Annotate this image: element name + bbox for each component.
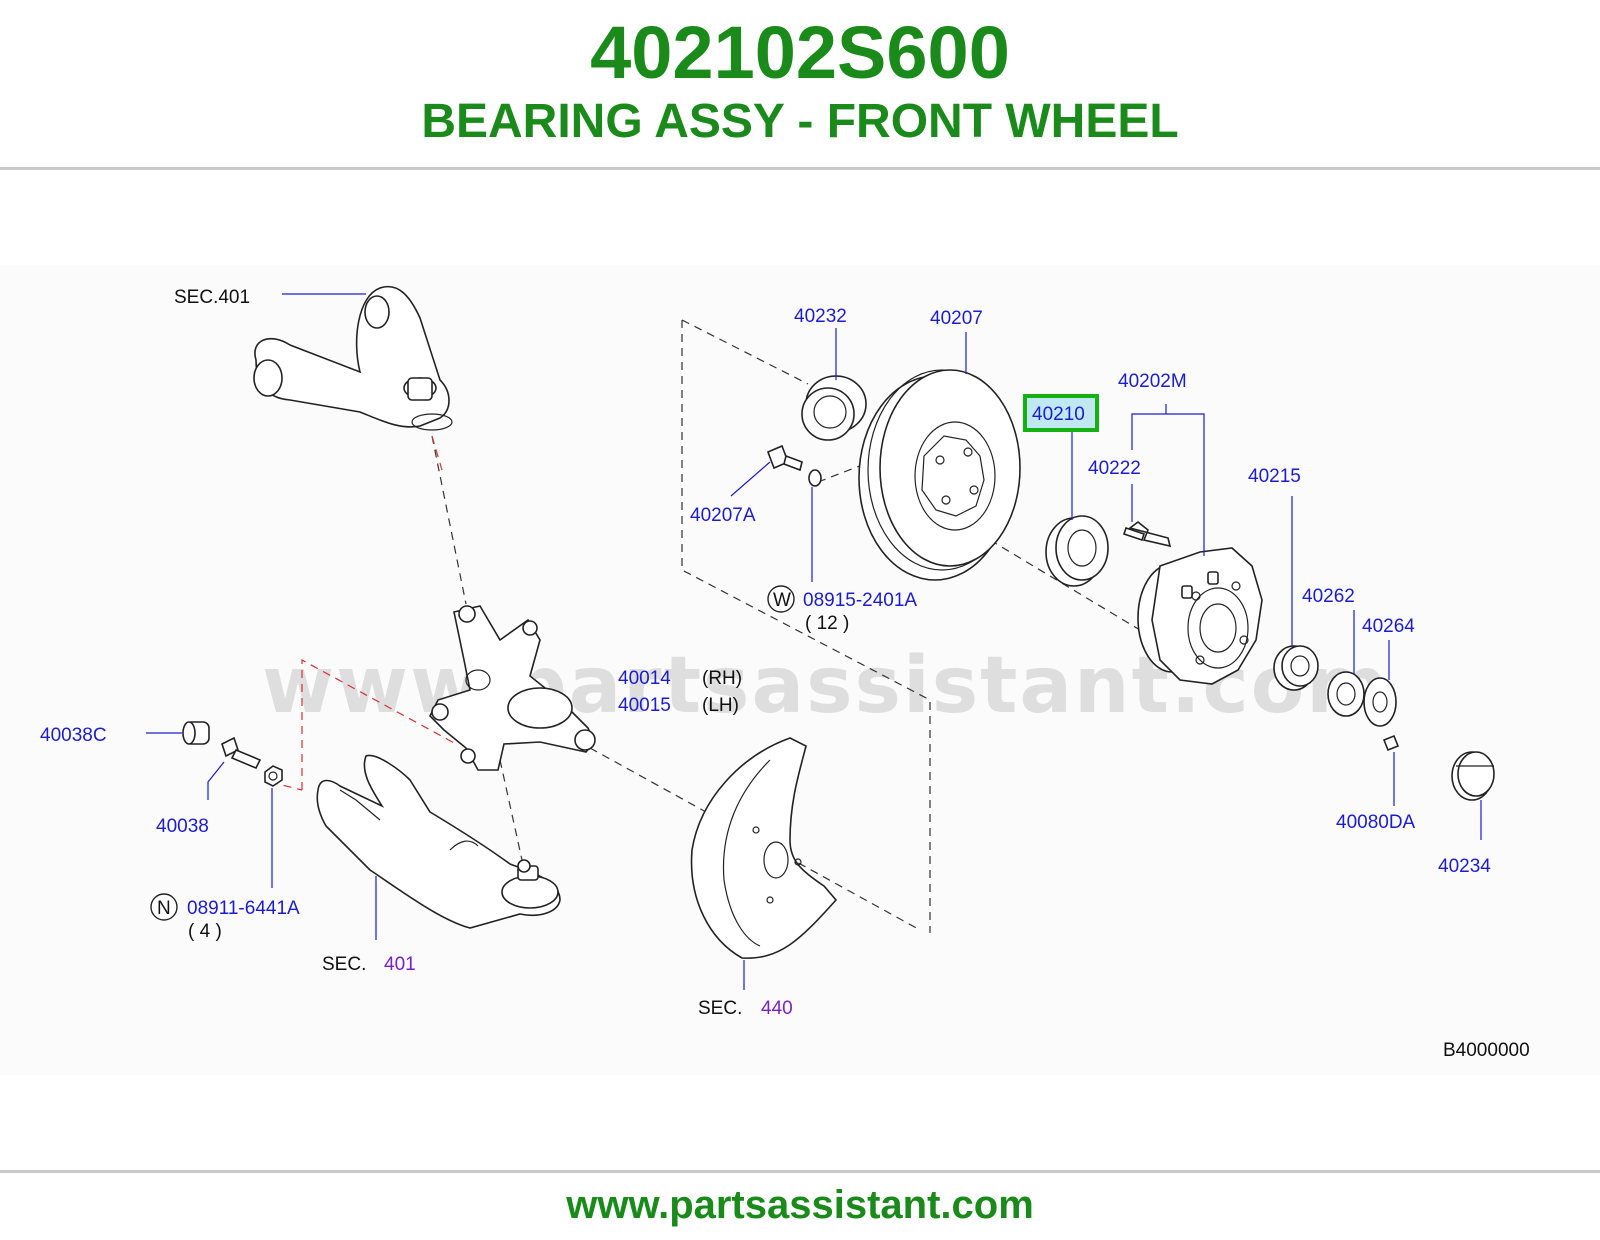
label-40262[interactable]: 40262 — [1302, 586, 1355, 607]
qty-08911: ( 4 ) — [188, 921, 222, 942]
label-08911-6441A[interactable]: 08911-6441A — [187, 898, 300, 919]
label-40234[interactable]: 40234 — [1438, 856, 1491, 877]
label-sec401-top[interactable]: SEC.401 — [174, 287, 250, 308]
diagram-code: B4000000 — [1443, 1040, 1530, 1061]
side-40015: (LH) — [702, 695, 739, 716]
label-40264[interactable]: 40264 — [1362, 616, 1415, 637]
rotor-bolt — [766, 444, 822, 487]
page-header: 402102S600 BEARING ASSY - FRONT WHEEL — [0, 0, 1600, 168]
wheel-bearing — [1045, 515, 1109, 587]
label-40222[interactable]: 40222 — [1088, 458, 1141, 479]
label-40232[interactable]: 40232 — [794, 306, 847, 327]
label-08915-2401A[interactable]: 08915-2401A — [803, 590, 917, 611]
part-number-title: 402102S600 — [590, 11, 1010, 94]
label-40038C[interactable]: 40038C — [40, 725, 107, 746]
brake-rotor — [858, 369, 1021, 581]
label-40207[interactable]: 40207 — [930, 308, 983, 329]
label-sec-shield: SEC. — [698, 998, 742, 1019]
label-40207A[interactable]: 40207A — [690, 505, 756, 526]
upper-control-arm — [253, 285, 453, 431]
diagram-background — [0, 265, 1600, 1075]
link-sec401[interactable]: 401 — [384, 954, 416, 975]
steering-knuckle — [429, 605, 596, 771]
leader-lines — [146, 293, 1482, 990]
label-40015[interactable]: 40015 — [618, 695, 671, 716]
footer-url[interactable]: www.partsassistant.com — [566, 1183, 1034, 1227]
w-symbol-circle — [767, 585, 795, 613]
header-divider — [0, 167, 1600, 170]
label-40210[interactable]: 40210 — [1032, 404, 1085, 425]
outer-bearing — [1273, 645, 1319, 691]
lock-washer — [1327, 671, 1365, 717]
grease-seal — [801, 375, 867, 441]
label-sec-lower: SEC. — [322, 954, 366, 975]
label-40014[interactable]: 40014 — [618, 668, 671, 689]
link-sec440[interactable]: 440 — [761, 998, 793, 1019]
side-40014: (RH) — [702, 668, 742, 689]
lock-plate — [1363, 677, 1400, 752]
label-40202M[interactable]: 40202M — [1118, 371, 1187, 392]
dust-shield — [690, 737, 838, 959]
wheel-hub — [1122, 520, 1263, 685]
part-description: BEARING ASSY - FRONT WHEEL — [421, 95, 1179, 148]
w-symbol-letter: W — [773, 590, 791, 611]
n-symbol-letter: N — [157, 898, 171, 919]
footer-divider — [0, 1170, 1600, 1173]
n-symbol-circle — [150, 893, 178, 921]
hub-cap — [1451, 751, 1495, 801]
label-40215[interactable]: 40215 — [1248, 466, 1301, 487]
highlight-box-40210[interactable] — [1023, 394, 1099, 432]
label-40038[interactable]: 40038 — [156, 816, 209, 837]
part-labels: SEC.401 40232 40207 40202M 40210 40222 4… — [40, 287, 1530, 1061]
qty-08915: ( 12 ) — [805, 613, 849, 634]
bushing-bolt-nut — [182, 721, 283, 787]
label-40080DA[interactable]: 40080DA — [1336, 812, 1416, 833]
lower-control-arm — [316, 754, 561, 929]
